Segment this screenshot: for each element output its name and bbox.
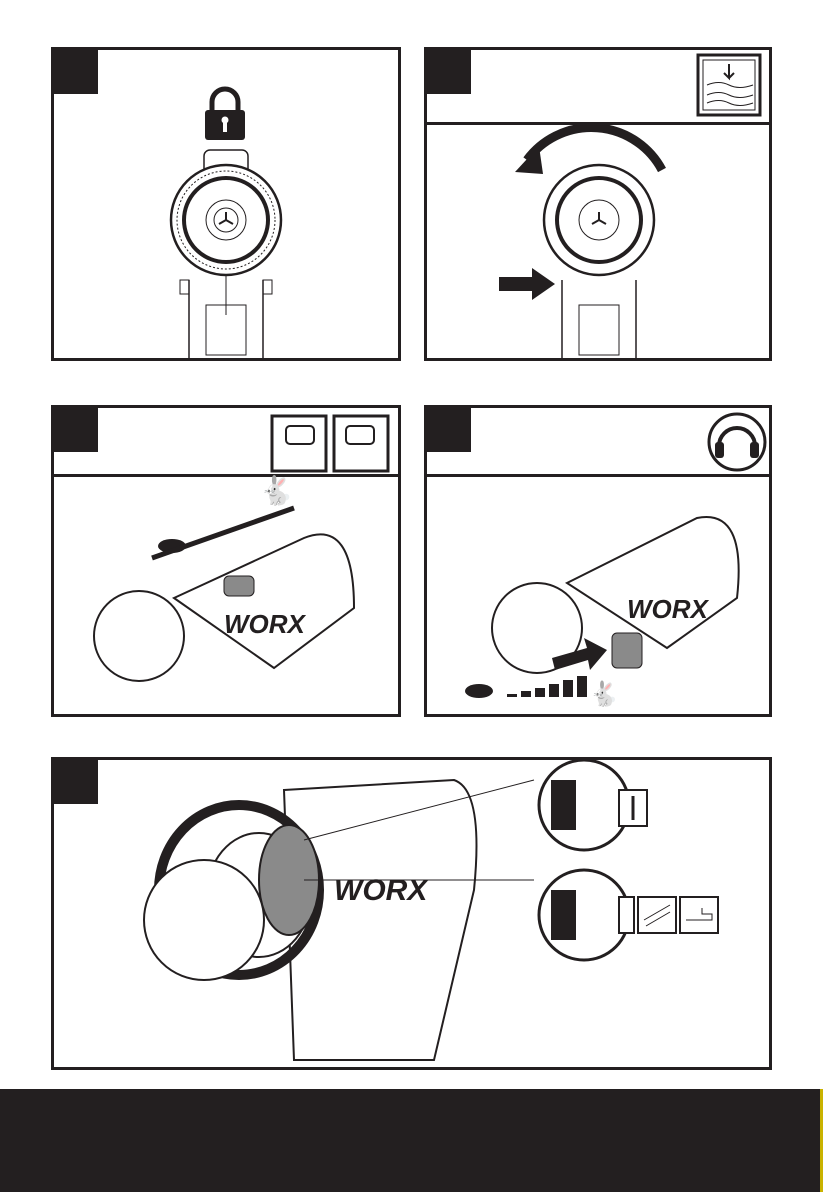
drill-front-view	[169, 86, 283, 358]
speed-ramp-icon	[507, 676, 587, 697]
figure-panel-e: WORX	[51, 757, 772, 1070]
brand-logo: WORX	[224, 609, 307, 639]
figure-panel-b	[424, 47, 772, 361]
figure-panel-a	[51, 47, 401, 361]
tortoise-icon	[465, 684, 493, 698]
lock-icon	[205, 86, 245, 140]
figure-number-box	[54, 50, 98, 94]
figure-number-box	[54, 760, 98, 804]
figure-panel-d: WORX 🐇	[424, 405, 772, 717]
trigger	[611, 632, 643, 669]
figure-number-box	[427, 50, 471, 94]
hare-icon: 🐇	[259, 474, 294, 507]
figure-panel-c: 🐇 WORX	[51, 405, 401, 717]
hare-icon: 🐇	[589, 680, 619, 708]
wood-icon	[637, 896, 677, 934]
brand-logo: WORX	[627, 594, 710, 624]
footer-edge	[820, 1089, 823, 1192]
ear-protection-icon	[707, 412, 767, 472]
rotate-arrow-icon	[523, 123, 666, 173]
header-divider	[54, 474, 398, 477]
header-divider	[427, 474, 769, 477]
drill-bit-icon	[618, 896, 635, 934]
push-arrow-icon	[552, 638, 607, 670]
page-footer-bar	[0, 1089, 823, 1192]
drilling-mode-icon	[696, 53, 762, 117]
figure-number-box	[427, 408, 471, 452]
figure-number-box	[54, 408, 98, 452]
push-arrow-icon	[499, 268, 555, 300]
brand-logo: WORX	[334, 874, 429, 907]
